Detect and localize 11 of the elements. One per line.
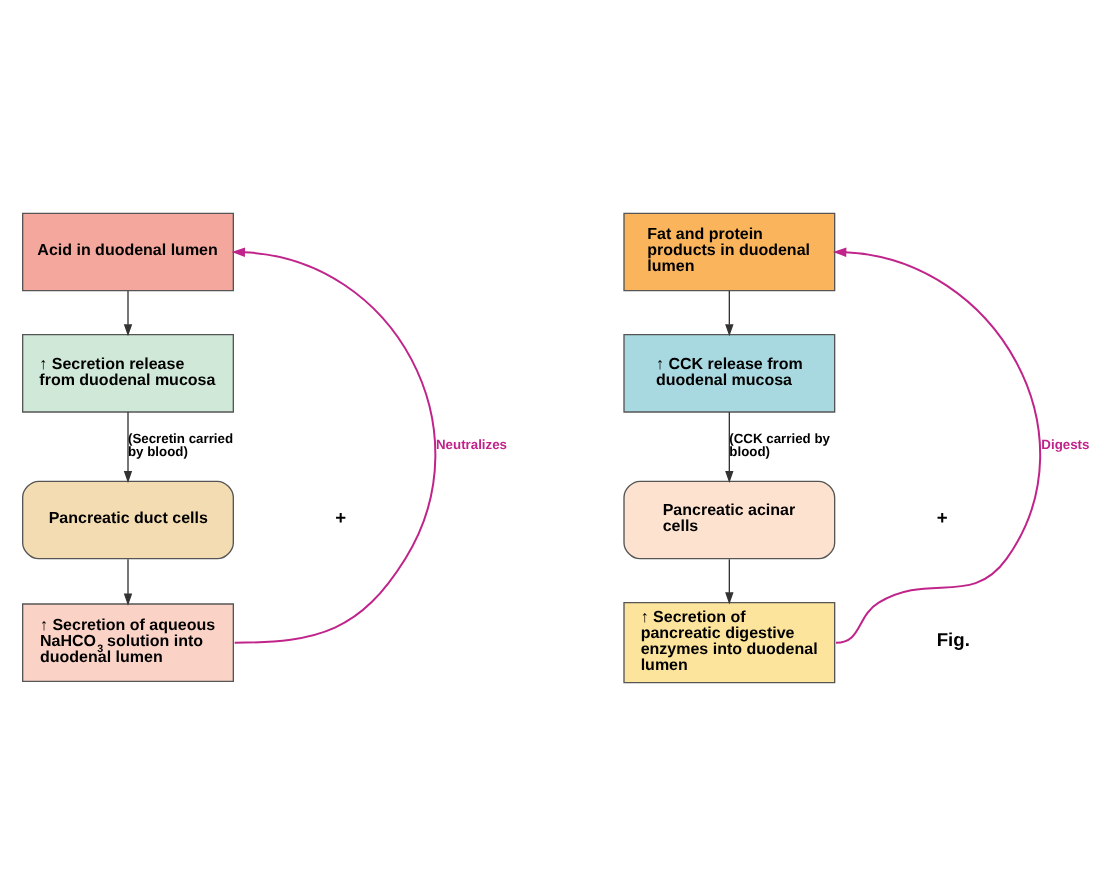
label: + [335,506,347,527]
arrow [832,246,1042,643]
arrow [725,410,734,482]
label: Fig. [936,629,970,650]
arrow [725,289,734,336]
arrow [725,557,734,604]
arrow [123,557,133,605]
label: + [936,506,948,527]
arrow [123,289,133,336]
arrow [231,246,437,643]
arrow [123,410,133,482]
